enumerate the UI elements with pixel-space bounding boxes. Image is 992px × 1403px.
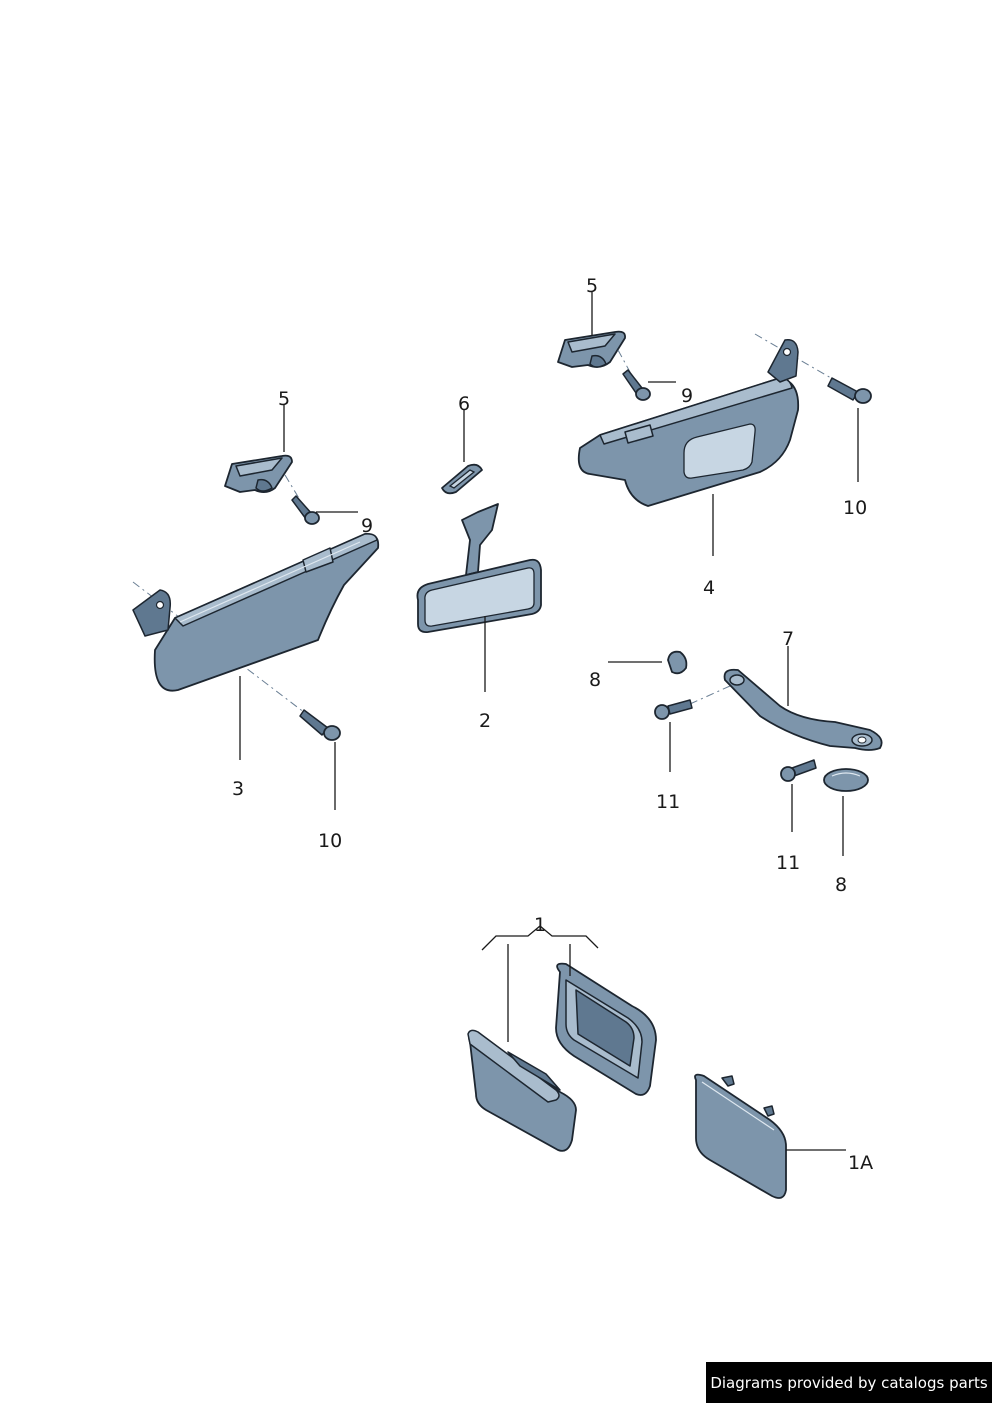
right-screw-10 [827, 377, 872, 404]
left-sun-visor [132, 533, 380, 733]
storage-frame [555, 962, 657, 1096]
callout-9-left: 9 [361, 515, 373, 537]
callout-11-lower: 11 [776, 852, 800, 874]
callout-1a: 1A [848, 1152, 873, 1174]
callout-6: 6 [458, 393, 470, 415]
callout-labels: 1 1A 2 3 4 5 5 6 7 8 8 9 9 10 10 11 11 [232, 275, 873, 1174]
left-visor-clip [224, 454, 293, 493]
left-screw-9 [284, 474, 320, 525]
lower-cap [823, 768, 869, 792]
right-screw-9 [617, 349, 651, 401]
right-visor-clip [557, 330, 626, 368]
mirror-clip [441, 463, 483, 495]
callout-10-right: 10 [843, 497, 867, 519]
storage-lid [694, 1073, 787, 1199]
callout-5-left: 5 [278, 388, 290, 410]
callout-1: 1 [534, 914, 546, 936]
storage-tray-cover [467, 1029, 577, 1152]
lower-screw-11 [780, 759, 817, 782]
callout-2: 2 [479, 710, 491, 732]
callout-7: 7 [782, 628, 794, 650]
credit-text: Diagrams provided by catalogs parts [710, 1373, 988, 1392]
callout-8-upper: 8 [589, 669, 601, 691]
right-sun-visor [577, 333, 863, 507]
callout-9-right: 9 [681, 385, 693, 407]
upper-cap [667, 650, 688, 675]
rear-view-mirror [416, 503, 542, 633]
callout-5-right: 5 [586, 275, 598, 297]
grab-handle [689, 668, 883, 751]
callout-10-left: 10 [318, 830, 342, 852]
callout-3: 3 [232, 778, 244, 800]
callout-8-lower: 8 [835, 874, 847, 896]
callout-11-upper: 11 [656, 791, 680, 813]
upper-screw-11 [654, 699, 693, 720]
leader-lines [239, 292, 859, 1151]
callout-4: 4 [703, 577, 715, 599]
left-screw-10 [299, 709, 341, 741]
credit-banner: Diagrams provided by catalogs parts [706, 1362, 992, 1403]
